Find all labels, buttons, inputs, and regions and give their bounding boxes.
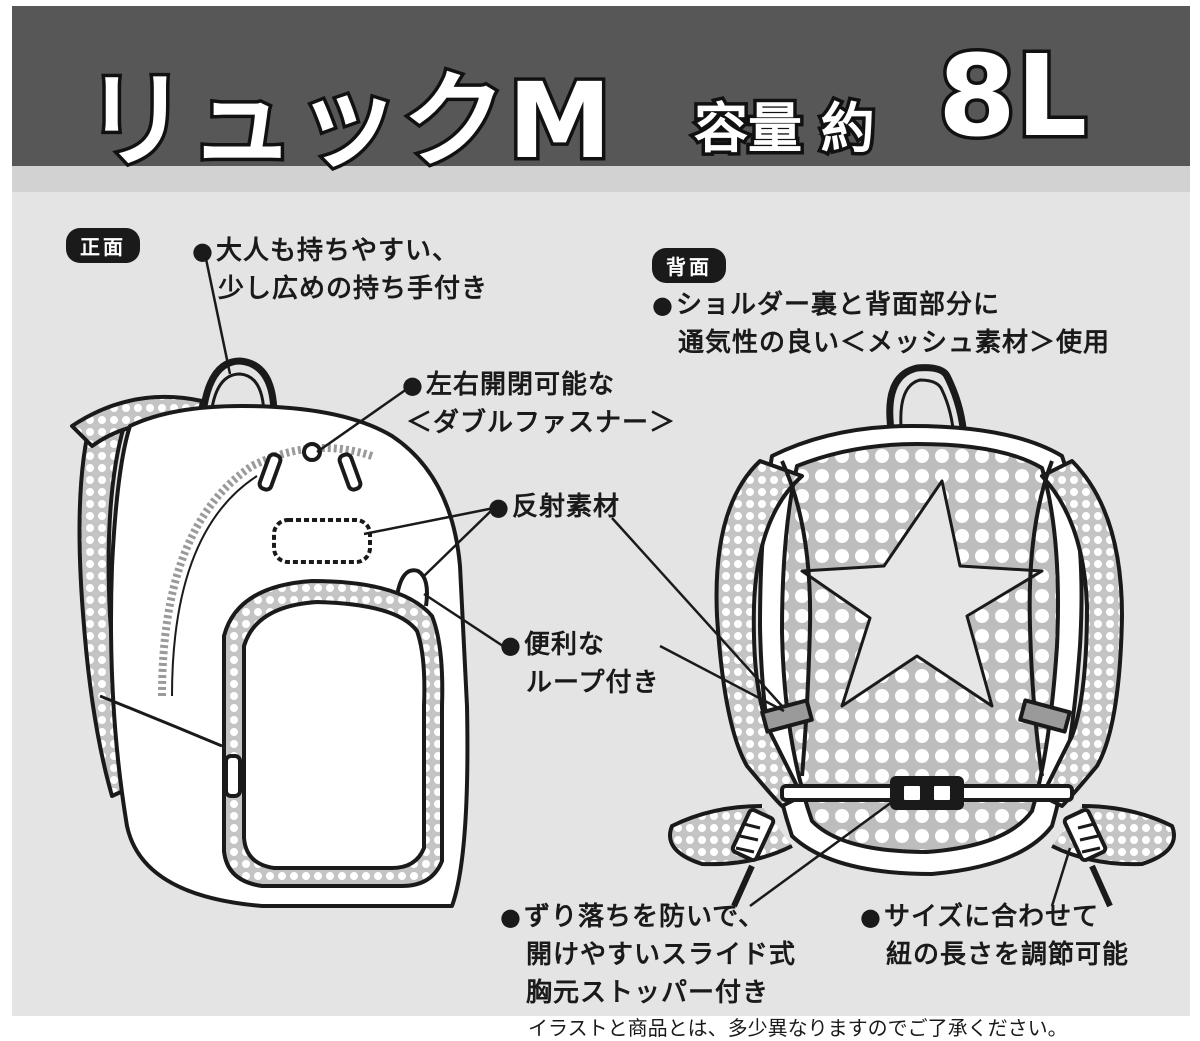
back-backpack-drawing: [668, 364, 1176, 908]
callout-handle-line2: 少し広めの持ち手付き: [218, 274, 489, 304]
backpack-illustrations: [70, 253, 1176, 908]
bullet-icon: ●: [500, 903, 522, 931]
disclaimer-text: イラストと商品とは、多少異なりますのでご了承ください。: [528, 1016, 1068, 1040]
callout-adjustable: ●サイズに合わせて 紐の長さを調節可能: [860, 898, 1129, 974]
callout-chest-line3: 胸元ストッパー付き: [526, 978, 770, 1008]
page-title: リュックM: [81, 57, 615, 186]
bullet-icon: ●: [192, 237, 214, 265]
callout-mesh: ●ショルダー裏と背面部分に 通気性の良い＜メッシュ素材＞使用: [652, 286, 1110, 362]
callout-mesh-line1: ショルダー裏と背面部分に: [675, 290, 1000, 320]
callout-loop: ●便利な ループ付き: [500, 626, 659, 702]
bullet-icon: ●: [652, 291, 674, 319]
callout-reflective: ●反射素材: [488, 488, 620, 526]
callout-chest-line2: 開けやすいスライド式: [526, 940, 797, 970]
callout-handle: ●大人も持ちやすい、 少し広めの持ち手付き: [192, 232, 488, 308]
callout-mesh-line2: 通気性の良い＜メッシュ素材＞使用: [678, 328, 1111, 358]
callout-handle-line1: 大人も持ちやすい、: [215, 236, 459, 266]
callout-loop-line1: 便利な: [523, 630, 605, 660]
callout-adjust-line2: 紐の長さを調節可能: [886, 940, 1130, 970]
capacity-value: 8L: [934, 29, 1090, 166]
bullet-icon: ●: [402, 371, 424, 399]
back-view-label: 背面: [652, 248, 726, 283]
leader-lines: [203, 253, 1072, 908]
header-strip: [12, 166, 1190, 192]
callout-reflective-line1: 反射素材: [511, 492, 620, 522]
callout-zipper-line1: 左右開閉可能な: [425, 370, 615, 400]
bullet-icon: ●: [860, 903, 882, 931]
callout-adjust-line1: サイズに合わせて: [883, 902, 1100, 932]
callout-chest-stopper: ●ずり落ちを防いで、 開けやすいスライド式 胸元ストッパー付き: [500, 898, 796, 1012]
callout-loop-line2: ループ付き: [526, 668, 660, 698]
capacity-label: 容量 約: [691, 94, 879, 164]
callout-chest-line1: ずり落ちを防いで、: [523, 902, 766, 932]
bullet-icon: ●: [500, 631, 522, 659]
bullet-icon: ●: [488, 493, 510, 521]
callout-double-zipper: ●左右開閉可能な ＜ダブルファスナー＞: [402, 366, 676, 442]
front-backpack-drawing: [70, 357, 470, 908]
callout-zipper-line2: ＜ダブルファスナー＞: [406, 408, 677, 438]
header-bar: [12, 6, 1190, 186]
front-view-label: 正面: [66, 228, 140, 263]
diagram-panel: リュックM 容量 約 8L 正面 背面 ●大人も持ちやすい、 少し広めの持ち手付…: [12, 6, 1190, 1016]
